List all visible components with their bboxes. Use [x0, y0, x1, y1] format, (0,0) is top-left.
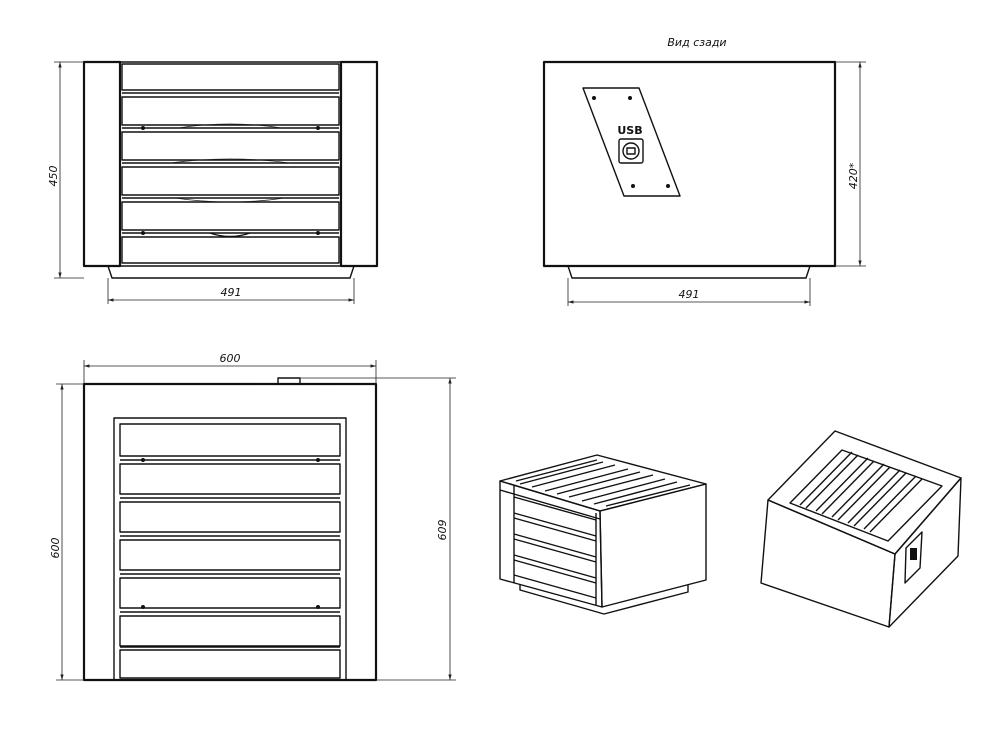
top-inner-frame	[113, 417, 347, 681]
rear-view-caption: Вид сзади	[667, 36, 726, 49]
rear-base-plinth	[567, 265, 811, 279]
iso-rear-usb-plate	[904, 531, 923, 584]
iso-front-side-slats	[499, 485, 601, 605]
isometric-rear-view	[760, 430, 962, 628]
usb-port-icon	[618, 138, 644, 164]
iso-rear-top-inner	[789, 449, 943, 542]
top-view: 600 600 609	[49, 352, 456, 682]
iso-rear-top-slats	[799, 451, 923, 533]
top-height-dimension-label: 600	[49, 538, 62, 559]
iso-front-right-face	[599, 483, 707, 608]
rear-view: Вид сзади USB 420* 491	[542, 36, 866, 306]
left-side-panel	[82, 60, 122, 268]
top-width-dimension-label: 600	[220, 352, 241, 365]
isometric-front-view	[499, 454, 707, 615]
front-slats	[121, 63, 340, 264]
rear-width-dimension-label: 491	[679, 288, 700, 301]
width-dimension-label: 491	[221, 286, 242, 299]
iso-rear-side-face	[888, 477, 962, 628]
front-side-view: 450 491	[47, 60, 379, 304]
height-dimension-label: 450	[47, 166, 60, 187]
rear-height-dimension-label: 420*	[847, 162, 860, 189]
top-usb-housing	[277, 377, 301, 385]
base-plinth	[107, 265, 355, 279]
rear-panel	[542, 60, 837, 268]
iso-rear-back-face	[760, 499, 896, 628]
iso-front-top-slats	[515, 459, 691, 507]
usb-mounting-plate	[582, 87, 681, 197]
top-slats	[119, 423, 341, 679]
usb-label: USB	[617, 124, 642, 137]
iso-front-base	[519, 584, 689, 615]
right-side-panel	[339, 60, 379, 268]
top-depth-dimension-label: 609	[436, 520, 449, 541]
